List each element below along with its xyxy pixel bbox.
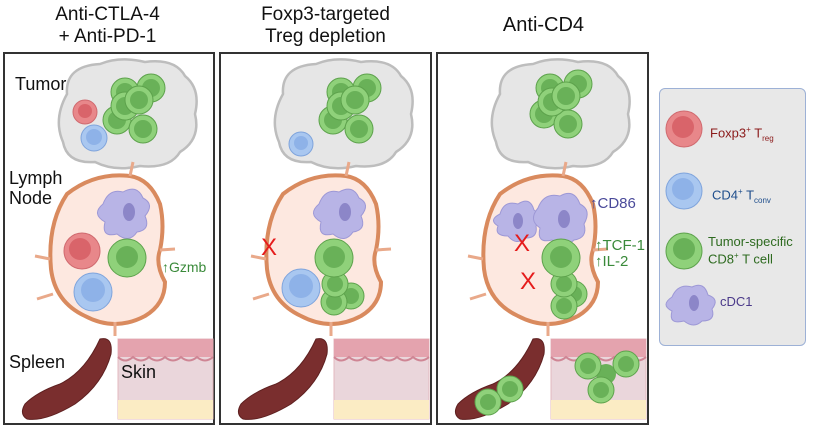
- lymph-node-label-line2: Node: [9, 188, 53, 208]
- tumor-treg-cell: [72, 99, 98, 125]
- tcf1-marker: ↑TCF-1: [595, 238, 645, 253]
- panel-3-title-line1: Anti-CD4: [502, 14, 585, 36]
- panel-2-title-line2: Treg depletion: [265, 26, 386, 47]
- panel-1-title: Anti-CTLA-4 + Anti-PD-1: [0, 4, 215, 48]
- ln-cd8-cluster: [314, 238, 365, 316]
- tconv-depleted-x-mark: X: [514, 230, 531, 257]
- ln-cd8-cluster: [541, 238, 588, 320]
- arrow-up-icon: ↑: [595, 237, 603, 254]
- tumor-cd8-cluster: [529, 69, 593, 139]
- ln-cdc1-cell: [313, 188, 366, 239]
- panel-2-title: Foxp3-targeted Treg depletion: [218, 4, 433, 48]
- il2-marker: ↑IL-2: [595, 254, 628, 269]
- gzmb-marker: ↑Gzmb: [162, 260, 206, 275]
- tumor-cd8-cluster: [102, 73, 166, 144]
- cd86-marker: ↑CD86: [590, 196, 636, 211]
- ln-treg-cell: [63, 232, 101, 270]
- legend: Foxp3+ Treg CD4+ Tconv Tumor-specific CD…: [659, 88, 806, 346]
- tumor-tconv-cell: [80, 124, 108, 152]
- legend-treg-icon: [665, 110, 703, 148]
- panel-foxp3-treg-depletion: X: [219, 52, 432, 425]
- ln-cdc1-cell-1: [493, 200, 540, 242]
- legend-icons: [665, 110, 716, 326]
- legend-cd8-label: Tumor-specific CD8+ T cell: [708, 234, 793, 267]
- skin-label: Skin: [121, 362, 157, 382]
- legend-tconv-icon: [665, 172, 703, 210]
- ln-tconv-cell: [73, 272, 113, 312]
- panel-3-title: Anti-CD4: [436, 14, 651, 36]
- legend-tconv-label: CD4+ Tconv: [712, 187, 771, 205]
- il2-label: IL-2: [602, 253, 629, 270]
- panel-2-title-line1: Foxp3-targeted: [261, 4, 390, 25]
- skin-cd8-cells: [574, 350, 640, 404]
- tumor-label: Tumor: [15, 74, 67, 94]
- skin-block: [117, 338, 214, 420]
- panel-anti-ctla4-pd1: Tumor Lymph Node Spleen Skin ↑Gzmb: [3, 52, 215, 425]
- ln-tconv-cell: [281, 268, 321, 308]
- panel-2-illustration: [237, 58, 430, 420]
- panel-anti-cd4: X X ↑CD86 ↑TCF-1 ↑IL-2: [436, 52, 649, 425]
- arrow-up-icon: ↑: [162, 259, 169, 275]
- lymph-node-label-line1: Lymph: [9, 168, 63, 188]
- legend-treg-label: Foxp3+ Treg: [710, 125, 774, 143]
- arrow-up-icon: ↑: [595, 253, 603, 270]
- spleen-cd8-cells: [474, 375, 524, 416]
- gzmb-label: Gzmb: [169, 259, 207, 275]
- lymph-node-label: Lymph Node: [9, 168, 62, 208]
- skin-block: [333, 338, 430, 420]
- lymph-node-cdc1-cell: [97, 188, 150, 239]
- legend-cd8-icon: [665, 232, 703, 270]
- cd86-label: CD86: [597, 195, 636, 212]
- ln-cd8-cell: [107, 238, 147, 278]
- panel-1-title-line1: Anti-CTLA-4: [55, 4, 160, 25]
- spleen: [237, 338, 328, 420]
- tcf1-label: TCF-1: [602, 237, 646, 254]
- ln-cdc1-cell-2: [533, 192, 588, 246]
- treg-depleted-x-mark: X: [520, 268, 537, 295]
- legend-cdc1-label: cDC1: [720, 294, 753, 309]
- treg-depleted-x-mark: X: [261, 234, 278, 261]
- panel-1-illustration: [21, 58, 214, 420]
- legend-cdc1-icon: [665, 284, 716, 326]
- panel-3-illustration: [454, 58, 647, 420]
- spleen: [21, 338, 112, 420]
- spleen-label: Spleen: [9, 352, 66, 372]
- tumor-cd8-cluster: [318, 73, 382, 144]
- arrow-up-icon: ↑: [590, 195, 598, 212]
- tumor-tconv-cell: [288, 131, 314, 157]
- panel-1-title-line2: + Anti-PD-1: [58, 26, 157, 47]
